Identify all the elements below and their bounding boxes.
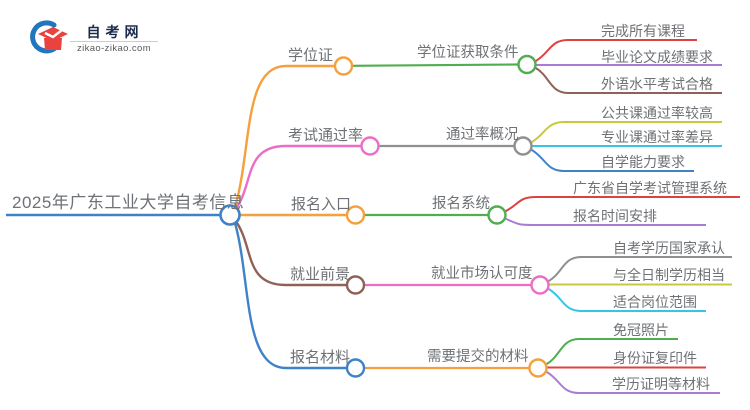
leaf-0-2-curve xyxy=(534,66,722,94)
leaf-1-0-curve xyxy=(530,121,722,144)
leaf-4-2-label[interactable]: 学历证明等材料 xyxy=(612,376,710,392)
child-1-circle[interactable] xyxy=(513,136,533,156)
leaf-3-1-label[interactable]: 与全日制学历相当 xyxy=(613,267,725,283)
branch-0-curve xyxy=(233,64,335,208)
root-node-label[interactable]: 2025年广东工业大学自考信息 xyxy=(12,193,245,212)
branch-0-label[interactable]: 学位证 xyxy=(288,47,334,64)
branch-1-circle[interactable] xyxy=(360,136,380,156)
logo-domain: zikao-zikao.com xyxy=(76,43,152,54)
leaf-2-1-curve xyxy=(504,217,706,226)
leaf-0-0-curve xyxy=(534,39,697,63)
child-0-circle[interactable] xyxy=(517,54,537,75)
logo-graduation-cap-icon xyxy=(30,20,68,54)
leaf-3-0-label[interactable]: 自考学历国家承认 xyxy=(613,240,725,256)
branch-2-label[interactable]: 报名入口 xyxy=(291,196,352,213)
branch-3-circle[interactable] xyxy=(345,275,366,295)
branch-1-label[interactable]: 考试通过率 xyxy=(288,127,364,144)
branch-3-label[interactable]: 就业前景 xyxy=(290,266,351,283)
logo[interactable]: 自考网 zikao-zikao.com xyxy=(26,14,176,64)
leaf-1-2-label[interactable]: 自学能力要求 xyxy=(601,154,685,170)
leaf-0-1-label[interactable]: 毕业论文成绩要求 xyxy=(601,49,713,65)
branch-1-curve xyxy=(235,144,362,210)
branch-3-curve xyxy=(235,220,347,287)
leaf-0-2-label[interactable]: 外语水平考试合格 xyxy=(601,76,713,92)
leaf-4-0-curve xyxy=(545,338,678,366)
branch-4-curve xyxy=(233,222,347,370)
child-2-circle[interactable] xyxy=(487,205,507,225)
child-0-connector xyxy=(351,63,519,67)
child-2-label[interactable]: 报名系统 xyxy=(432,196,490,212)
leaf-4-0-label[interactable]: 免冠照片 xyxy=(613,322,669,338)
branch-4-label[interactable]: 报名材料 xyxy=(290,349,351,366)
leaf-2-0-label[interactable]: 广东省自学考试管理系统 xyxy=(573,180,727,196)
child-4-circle[interactable] xyxy=(528,358,548,378)
leaf-3-2-curve xyxy=(547,287,706,312)
child-3-label[interactable]: 就业市场认可度 xyxy=(431,266,533,282)
root-node-circle[interactable] xyxy=(219,204,241,226)
leaf-1-1-label[interactable]: 专业课通过率差异 xyxy=(601,129,713,145)
branch-4-circle[interactable] xyxy=(345,358,366,378)
leaf-1-0-label[interactable]: 公共课通过率较高 xyxy=(601,105,713,121)
child-0-label[interactable]: 学位证获取条件 xyxy=(417,45,519,61)
leaf-2-0-curve xyxy=(504,196,740,213)
branch-2-circle[interactable] xyxy=(345,205,366,225)
leaf-3-2-label[interactable]: 适合岗位范围 xyxy=(613,294,697,310)
logo-title: 自考网 xyxy=(86,24,144,40)
child-3-circle[interactable] xyxy=(530,275,550,295)
child-4-label[interactable]: 需要提交的材料 xyxy=(427,349,529,365)
leaf-1-2-curve xyxy=(530,148,694,172)
child-1-label[interactable]: 通过率概况 xyxy=(446,127,519,143)
logo-divider xyxy=(70,41,158,42)
leaf-0-0-label[interactable]: 完成所有课程 xyxy=(601,23,685,39)
leaf-4-2-curve xyxy=(545,370,720,394)
leaf-3-0-curve xyxy=(547,256,732,283)
branch-0-circle[interactable] xyxy=(333,56,354,76)
leaf-4-1-label[interactable]: 身份证复印件 xyxy=(613,350,697,366)
leaf-2-1-label[interactable]: 报名时间安排 xyxy=(573,208,657,224)
